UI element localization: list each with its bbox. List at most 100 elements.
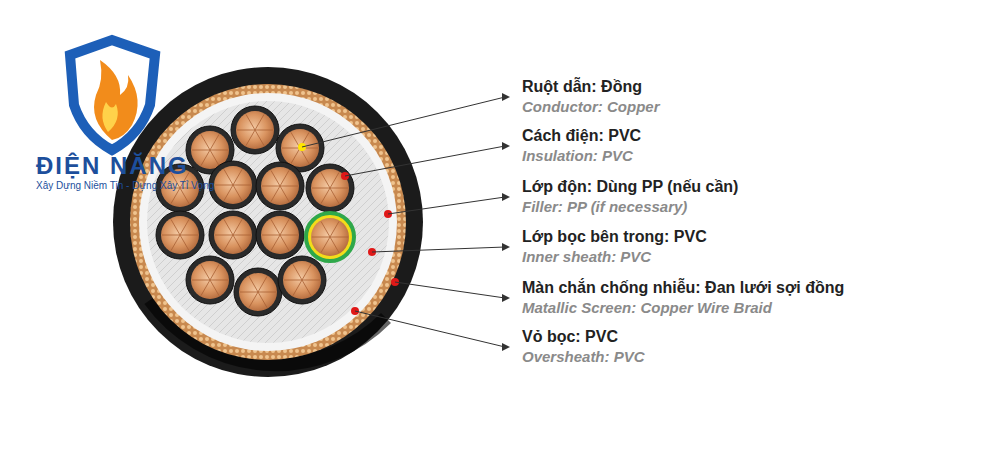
strand-line [210, 264, 219, 280]
strand-line [201, 150, 210, 166]
copper-conductor [311, 218, 349, 256]
strand-line [180, 235, 189, 251]
strand-line [271, 219, 280, 235]
strand-line [330, 172, 339, 188]
strand-line [258, 292, 267, 308]
copper-conductor [261, 167, 299, 205]
strand-line [210, 150, 228, 151]
strand-line [330, 237, 348, 238]
core-insulation [209, 211, 257, 259]
strand-line [280, 219, 289, 235]
strand-line [280, 186, 298, 187]
strand-line [302, 264, 311, 280]
strand-line [321, 188, 330, 204]
strand-line [201, 280, 210, 296]
part-name-vi: Ruột dẫn: Đồng [522, 78, 642, 96]
strand-line [233, 219, 242, 235]
copper-conductor [281, 129, 319, 167]
strand-line [312, 237, 330, 238]
core-insulation [231, 106, 279, 154]
strand-line [280, 235, 298, 236]
copper-conductor [311, 169, 349, 207]
strand-line [201, 264, 210, 280]
strand-line [330, 188, 339, 204]
strand-line [280, 186, 289, 202]
strand-line [330, 221, 339, 237]
strand-line [224, 235, 233, 251]
part-name-vi: Vỏ bọc: PVC [522, 328, 618, 346]
strand-line [293, 280, 302, 296]
strand-line [224, 185, 233, 201]
strand-line [210, 280, 228, 281]
strand-line [224, 219, 233, 235]
logo-text: ĐIỆN NĂNG [36, 152, 189, 180]
strand-line [210, 280, 219, 296]
core-insulation [306, 213, 354, 261]
strand-line [282, 148, 300, 149]
strand-line [258, 276, 267, 292]
strand-line [293, 264, 302, 280]
strand-line [162, 235, 180, 236]
strand-line [280, 235, 289, 251]
strand-line [171, 235, 180, 251]
strand-line [215, 235, 233, 236]
copper-conductor [261, 216, 299, 254]
copper-conductor [161, 216, 199, 254]
strand-line [240, 292, 258, 293]
strand-line [321, 237, 330, 253]
part-name-vi: Cách điện: PVC [522, 127, 641, 145]
part-name-en: Insulation: PVC [522, 147, 633, 164]
strand-line [180, 235, 198, 236]
strand-line [201, 134, 210, 150]
core-insulation [256, 211, 304, 259]
strand-line [271, 186, 280, 202]
core-insulation [186, 256, 234, 304]
strand-line [255, 130, 264, 146]
logo-tagline: Xây Dựng Niềm Tin - Dựng Xây Tỉ Vọng [36, 180, 214, 192]
strand-line [171, 219, 180, 235]
strand-line [262, 235, 280, 236]
strand-line [233, 235, 242, 251]
core-insulation [278, 256, 326, 304]
strand-line [180, 219, 189, 235]
core-insulation [256, 162, 304, 210]
strand-line [237, 130, 255, 131]
strand-line [271, 170, 280, 186]
copper-conductor [191, 261, 229, 299]
strand-line [284, 280, 302, 281]
strand-line [249, 292, 258, 308]
strand-line [255, 114, 264, 130]
part-name-en: Conductor: Copper [522, 98, 659, 115]
copper-conductor [214, 216, 252, 254]
leader-arrowheads [502, 93, 510, 351]
cable-cross-section [113, 67, 423, 377]
leader-lines [302, 97, 505, 347]
strand-line [312, 188, 330, 189]
strand-line [210, 150, 219, 166]
part-name-en: Matallic Screen: Copper Wire Braid [522, 299, 772, 316]
strand-line [210, 134, 219, 150]
copper-conductor [236, 111, 274, 149]
strand-line [215, 185, 233, 186]
strand-line [224, 169, 233, 185]
strand-line [330, 237, 339, 253]
copper-conductor [214, 166, 252, 204]
strand-line [258, 292, 276, 293]
copper-conductor [283, 261, 321, 299]
strand-line [280, 170, 289, 186]
part-name-en: Oversheath: PVC [522, 348, 645, 365]
strand-line [192, 280, 210, 281]
part-name-vi: Lớp độn: Dùng PP (nếu cần) [522, 178, 738, 196]
strand-line [246, 130, 255, 146]
strand-line [302, 280, 311, 296]
part-name-en: Filler: PP (if necessary) [522, 198, 687, 215]
strand-line [233, 185, 251, 186]
strand-line [233, 235, 251, 236]
strand-line [330, 188, 348, 189]
strand-line [192, 150, 210, 151]
strand-line [271, 235, 280, 251]
core-insulation [306, 164, 354, 212]
strand-line [246, 114, 255, 130]
strand-line [302, 280, 320, 281]
